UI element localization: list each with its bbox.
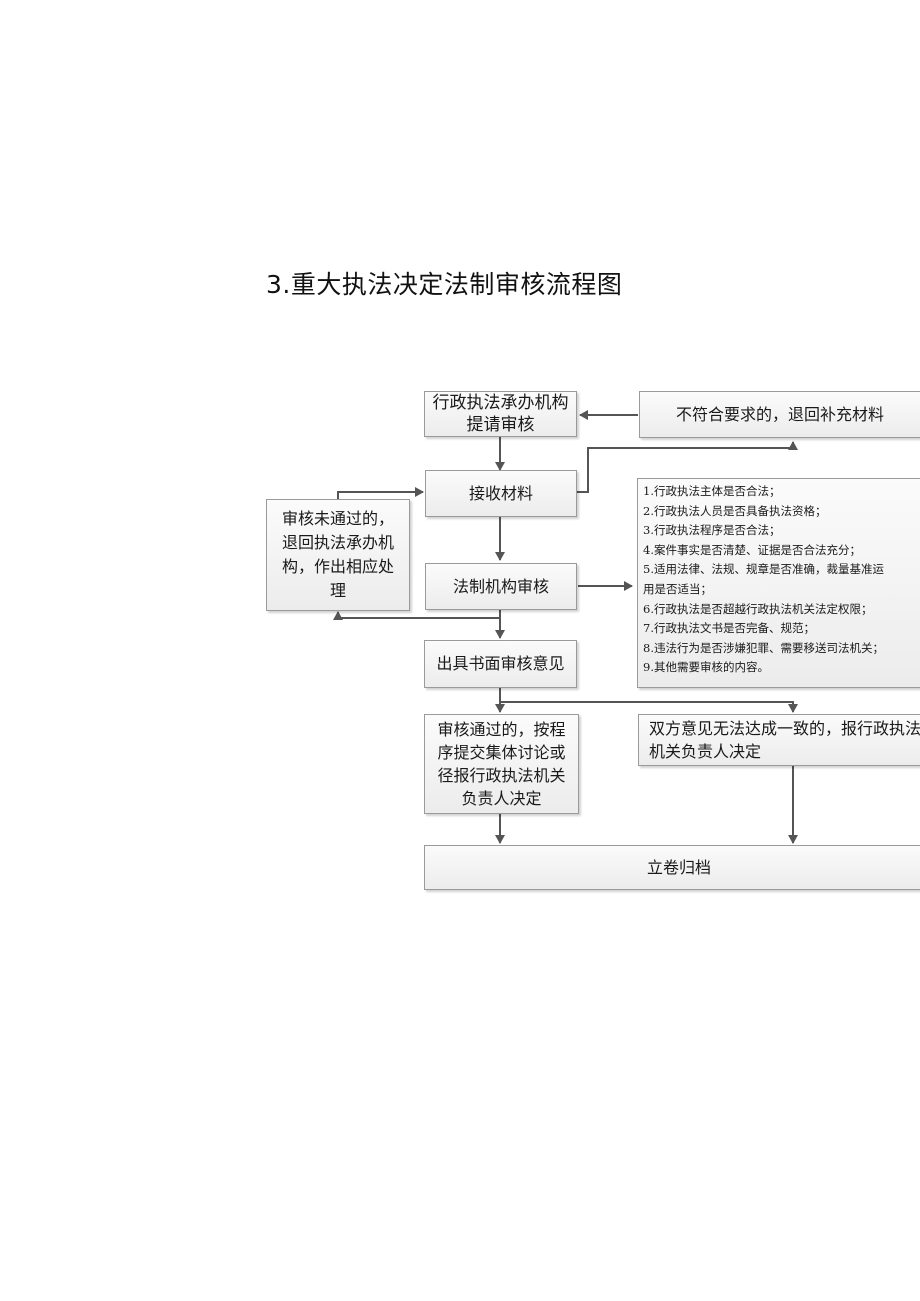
node-submit: 行政执法承办机构提请审核 bbox=[424, 391, 577, 437]
node-disagree-label: 双方意见无法达成一致的，报行政执法机关负责人决定 bbox=[649, 719, 920, 761]
checklist-item: 6.行政执法是否超越行政执法机关法定权限； bbox=[643, 601, 873, 616]
node-archive: 立卷归档 bbox=[424, 845, 920, 890]
node-written-opinion: 出具书面审核意见 bbox=[424, 640, 577, 688]
node-disagree: 双方意见无法达成一致的，报行政执法机关负责人决定 bbox=[638, 714, 920, 766]
node-written-opinion-label: 出具书面审核意见 bbox=[436, 654, 565, 673]
node-return-supplement-label: 不符合要求的，退回补充材料 bbox=[676, 404, 885, 424]
arrow-receive-to-return bbox=[576, 441, 798, 493]
checklist-item: 2.行政执法人员是否具备执法资格； bbox=[643, 503, 827, 518]
arrow-review-to-not-passed bbox=[333, 610, 501, 620]
checklist-item: 用是否适当； bbox=[643, 581, 712, 596]
node-legal-review: 法制机构审核 bbox=[425, 563, 577, 610]
checklist-item: 9.其他需要审核的内容。 bbox=[643, 660, 769, 675]
checklist-item: 3.行政执法程序是否合法； bbox=[643, 523, 781, 538]
node-return-supplement: 不符合要求的，退回补充材料 bbox=[639, 391, 920, 438]
checklist-item: 8.违法行为是否涉嫌犯罪、需要移送司法机关； bbox=[643, 640, 884, 655]
arrow-opinion-to-disagree bbox=[500, 701, 798, 713]
review-checklist: 1.行政执法主体是否合法； 2.行政执法人员是否具备执法资格； 3.行政执法程序… bbox=[637, 478, 920, 688]
node-passed: 审核通过的，按程序提交集体讨论或径报行政执法机关负责人决定 bbox=[424, 714, 579, 814]
node-legal-review-label: 法制机构审核 bbox=[452, 576, 549, 596]
node-submit-label: 行政执法承办机构提请审核 bbox=[432, 393, 569, 435]
node-receive: 接收材料 bbox=[425, 470, 577, 517]
page-title: 3.重大执法决定法制审核流程图 bbox=[266, 270, 623, 299]
checklist-item: 4.案件事实是否清楚、证据是否合法充分； bbox=[643, 542, 861, 557]
node-archive-label: 立卷归档 bbox=[647, 857, 712, 877]
node-passed-label: 审核通过的，按程序提交集体讨论或径报行政执法机关负责人决定 bbox=[437, 720, 566, 808]
node-receive-label: 接收材料 bbox=[468, 483, 533, 503]
node-not-passed: 审核未通过的，退回执法承办机构，作出相应处理 bbox=[266, 499, 410, 611]
arrow-not-passed-to-receive bbox=[337, 487, 424, 499]
checklist-item: 5.适用法律、法规、规章是否准确，裁量基准运 bbox=[643, 562, 884, 577]
checklist-item: 1.行政执法主体是否合法； bbox=[643, 484, 781, 498]
checklist-item: 7.行政执法文书是否完备、规范； bbox=[643, 621, 815, 636]
node-not-passed-label: 审核未通过的，退回执法承办机构，作出相应处理 bbox=[281, 509, 394, 600]
